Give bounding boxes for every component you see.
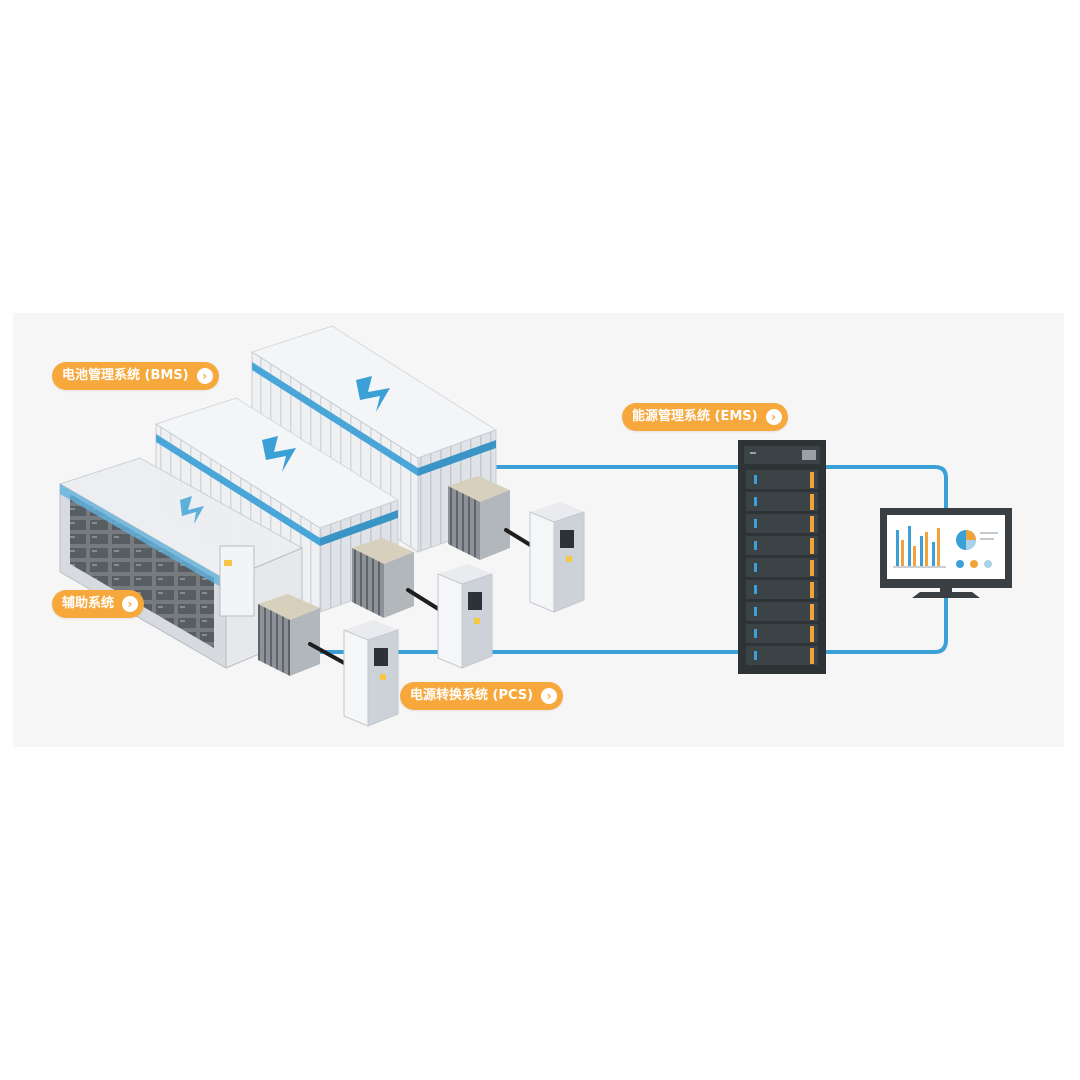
rack-handle (810, 560, 814, 576)
rack-handle (810, 626, 814, 642)
rack-unit (746, 558, 818, 577)
rack-unit (746, 580, 818, 599)
battery-container-1 (58, 457, 304, 669)
rack-handle (810, 516, 814, 532)
rack-handle (810, 582, 814, 598)
rack-status-light (754, 519, 757, 528)
rack-status-light (754, 607, 757, 616)
rack-unit (746, 492, 818, 511)
monitor-bar-chart (893, 526, 946, 568)
connection-line-monitor-bottom (824, 586, 948, 654)
rack-unit (746, 536, 818, 555)
chevron-right-icon: › (765, 409, 782, 425)
rack-unit (746, 624, 818, 643)
ems-label[interactable]: 能源管理系统 (EMS) › (622, 403, 788, 431)
rack-status-light (754, 585, 757, 594)
aux-label-text: 辅助系统 (62, 596, 115, 611)
rack-handle (810, 472, 814, 488)
rack-unit (746, 602, 818, 621)
monitor-pie-chart (956, 530, 998, 568)
cooling-unit-1 (258, 594, 320, 676)
rack-status-light (754, 475, 757, 484)
rack-handle (810, 648, 814, 664)
pcs-label[interactable]: 电源转换系统 (PCS) › (400, 682, 564, 710)
rack-unit (746, 470, 818, 489)
ems-label-text: 能源管理系统 (EMS) (632, 409, 758, 424)
lightning-icon (180, 496, 204, 524)
chevron-right-icon: › (122, 596, 139, 612)
bms-label-text: 电池管理系统 (BMS) (62, 368, 189, 383)
lightning-icon (356, 376, 390, 412)
rack-status-light (754, 497, 757, 506)
cooling-unit-2 (352, 538, 414, 618)
monitor (880, 508, 1012, 598)
rack-handle (810, 494, 814, 510)
lightning-icon (262, 436, 296, 472)
pcs-label-text: 电源转换系统 (PCS) (410, 688, 534, 703)
aux-label[interactable]: 辅助系统 › (52, 590, 145, 618)
rack-handle (810, 538, 814, 554)
bms-label[interactable]: 电池管理系统 (BMS) › (52, 362, 219, 390)
rack-unit (746, 514, 818, 533)
chevron-right-icon: › (541, 688, 558, 704)
rack-status-light (754, 629, 757, 638)
pcs-cabinet-3 (529, 502, 585, 613)
ems-server-rack (738, 440, 826, 674)
pcs-cabinet-2 (437, 564, 493, 669)
rack-handle (810, 604, 814, 620)
rack-status-light (754, 651, 757, 660)
chevron-right-icon: › (196, 368, 213, 384)
rack-status-light (754, 563, 757, 572)
rack-unit (746, 646, 818, 665)
cooling-unit-3 (448, 476, 510, 560)
rack-status-light (754, 541, 757, 550)
cables (308, 528, 534, 666)
connection-line-monitor-top (824, 465, 948, 510)
pcs-cabinet-1 (343, 620, 399, 727)
